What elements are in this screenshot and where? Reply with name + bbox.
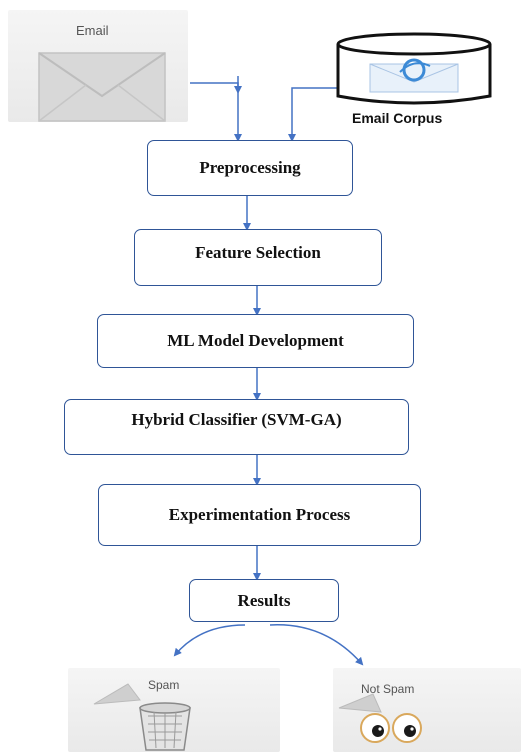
step-ml-model-development: ML Model Development <box>97 314 414 368</box>
envelope-icon <box>38 52 166 122</box>
step-results: Results <box>189 579 339 622</box>
arrow-results-to-spam <box>173 624 246 657</box>
email-connector <box>190 82 242 142</box>
step-results-label: Results <box>237 590 291 610</box>
step-hybrid-classifier: Hybrid Classifier (SVM-GA) <box>64 399 409 455</box>
arrow-results-to-not-spam <box>269 624 364 666</box>
not-spam-label: Not Spam <box>361 682 415 696</box>
spam-label: Spam <box>148 678 180 692</box>
step-feature-selection: Feature Selection <box>134 229 382 286</box>
email-corpus-label: Email Corpus <box>352 110 443 126</box>
email-label: Email <box>76 23 109 38</box>
step-preprocessing: Preprocessing <box>147 140 353 196</box>
step-experimentation-process-label: Experimentation Process <box>168 505 351 524</box>
spam-output-card: Spam <box>68 668 280 752</box>
email-corpus-icon-group: Email Corpus <box>330 30 520 130</box>
step-feature-selection-label: Feature Selection <box>195 242 321 262</box>
trash-bin-icon <box>93 683 191 751</box>
email-icon-card: Email <box>8 10 188 122</box>
database-icon <box>336 32 492 105</box>
step-hybrid-classifier-label: Hybrid Classifier (SVM-GA) <box>131 410 342 429</box>
step-preprocessing-label: Preprocessing <box>199 158 301 177</box>
step-experimentation-process: Experimentation Process <box>98 484 421 546</box>
step-ml-model-development-label: ML Model Development <box>167 331 344 350</box>
not-spam-output-card: Not Spam <box>333 668 521 752</box>
eyes-icon <box>338 693 422 743</box>
